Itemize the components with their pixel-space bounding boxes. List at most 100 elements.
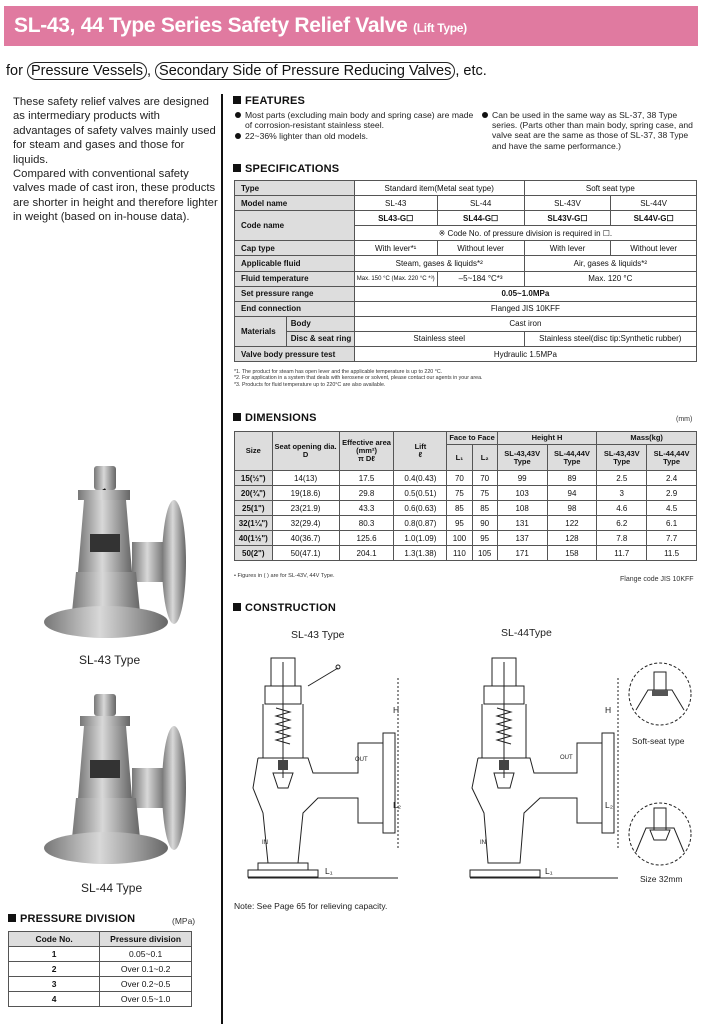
- dimensions-cell: 23(21.9): [271, 500, 340, 516]
- pressure-division-cell: Over 0.2~0.5: [99, 976, 192, 992]
- sl43-cross-section-drawing: [247, 657, 399, 879]
- dimensions-table: Size Seat opening dia.D Effective area(m…: [234, 431, 697, 561]
- dimensions-cell: 4.6: [596, 500, 648, 516]
- soft-seat-detail-drawing: [628, 662, 692, 726]
- dimensions-cell: 131: [496, 515, 548, 531]
- dimensions-cell: 11.7: [596, 545, 648, 561]
- size-32mm-detail-drawing: [628, 802, 692, 866]
- relieving-capacity-note: Note: See Page 65 for relieving capacity…: [234, 901, 388, 911]
- dimensions-cell: 6.1: [646, 515, 697, 531]
- feature-item: Most parts (excluding main body and spri…: [234, 110, 474, 130]
- pressure-division-cell: 4: [7, 991, 101, 1007]
- dimensions-cell: 40(36.7): [271, 530, 340, 546]
- dimensions-cell: 99: [496, 470, 548, 486]
- intro-paragraph-2: Compared with conventional safety valves…: [13, 168, 218, 224]
- specification-notes: *1. The product for steam has open lever…: [234, 369, 483, 388]
- usage-reducing-valves: Secondary Side of Pressure Reducing Valv…: [155, 62, 456, 80]
- sl43-product-photo: [44, 466, 186, 638]
- dimensions-cell: 100: [446, 530, 473, 546]
- sl44-product-photo: [44, 694, 186, 864]
- dimensions-cell: 6.2: [596, 515, 648, 531]
- dimensions-cell: 94: [546, 485, 598, 501]
- dimensions-cell: 20(¾"): [234, 485, 273, 501]
- dimensions-cell: 7.8: [596, 530, 648, 546]
- sl44-h-label: H: [605, 705, 612, 715]
- dimensions-cell: 1.3(1.38): [393, 545, 448, 561]
- dimensions-cell: 70: [446, 470, 473, 486]
- specifications-heading: SPECIFICATIONS: [233, 163, 339, 175]
- dimensions-cell: 80.3: [338, 515, 395, 531]
- dimensions-cell: 2.5: [596, 470, 648, 486]
- dimensions-cell: 0.8(0.87): [393, 515, 448, 531]
- dimensions-cell: 2.9: [646, 485, 697, 501]
- dimensions-cell: 3: [596, 485, 648, 501]
- title-suffix: (Lift Type): [413, 21, 467, 35]
- dimensions-cell: 40(1½"): [234, 530, 273, 546]
- dimensions-cell: 85: [471, 500, 498, 516]
- sl43-photo-caption: SL-43 Type: [79, 653, 141, 667]
- dimensions-cell: 95: [446, 515, 473, 531]
- dimensions-cell: 14(13): [271, 470, 340, 486]
- pressure-division-cell: 2: [7, 961, 101, 977]
- sl44-out-label: OUT: [560, 755, 573, 761]
- features-heading: FEATURES: [233, 95, 305, 107]
- usage-line: for Pressure Vessels, Secondary Side of …: [6, 62, 487, 80]
- sl43-in-label: IN: [262, 840, 268, 846]
- pressure-division-heading: PRESSURE DIVISION: [8, 913, 135, 925]
- dimensions-cell: 0.6(0.63): [393, 500, 448, 516]
- dimensions-heading: DIMENSIONS: [233, 412, 317, 424]
- dimensions-cell: 110: [446, 545, 473, 561]
- usage-pressure-vessels: Pressure Vessels: [26, 62, 147, 80]
- sl44-in-label: IN: [480, 840, 486, 846]
- dimensions-cell: 122: [546, 515, 598, 531]
- dimensions-cell: 75: [471, 485, 498, 501]
- dimensions-cell: 4.5: [646, 500, 697, 516]
- dimensions-cell: 171: [496, 545, 548, 561]
- intro-text: These safety relief valves are designed …: [13, 95, 218, 225]
- dimensions-cell: 128: [546, 530, 598, 546]
- sl44-photo-caption: SL-44 Type: [81, 881, 143, 895]
- sl44-cross-section-drawing: [469, 657, 619, 879]
- dimensions-cell: 89: [546, 470, 598, 486]
- construction-sl43-caption: SL-43 Type: [291, 629, 345, 641]
- dimensions-cell: 50(2"): [234, 545, 273, 561]
- dimensions-cell: 29.8: [338, 485, 395, 501]
- size-32mm-caption: Size 32mm: [640, 874, 683, 884]
- dimensions-cell: 25(1"): [234, 500, 273, 516]
- sl43-l1-label: L₁: [325, 866, 333, 876]
- features-list-right: Can be used in the same way as SL-37, 38…: [481, 110, 699, 152]
- sl44-l1-label: L₁: [545, 866, 553, 876]
- pressure-division-cell: 3: [7, 976, 101, 992]
- sl43-h-label: H: [393, 705, 400, 715]
- intro-paragraph-1: These safety relief valves are designed …: [13, 96, 216, 166]
- dimensions-cell: 15(½"): [234, 470, 273, 486]
- dimensions-cell: 43.3: [338, 500, 395, 516]
- sl43-out-label: OUT: [355, 757, 368, 763]
- pressure-division-cell: 1: [7, 946, 101, 962]
- dimensions-cell: 0.5(0.51): [393, 485, 448, 501]
- dimensions-cell: 158: [546, 545, 598, 561]
- dimensions-unit: (mm): [676, 416, 693, 423]
- dimensions-cell: 108: [496, 500, 548, 516]
- dimensions-cell: 90: [471, 515, 498, 531]
- dimensions-cell: 50(47.1): [271, 545, 340, 561]
- construction-heading: CONSTRUCTION: [233, 602, 336, 614]
- dimensions-cell: 98: [546, 500, 598, 516]
- dimensions-cell: 0.4(0.43): [393, 470, 448, 486]
- sl43-l2-label: L₂: [393, 800, 402, 810]
- feature-item: 22~36% lighter than old models.: [234, 131, 474, 141]
- flange-code: Flange code JIS 10KFF: [620, 576, 694, 583]
- page-title: SL-43, 44 Type Series Safety Relief Valv…: [14, 14, 467, 37]
